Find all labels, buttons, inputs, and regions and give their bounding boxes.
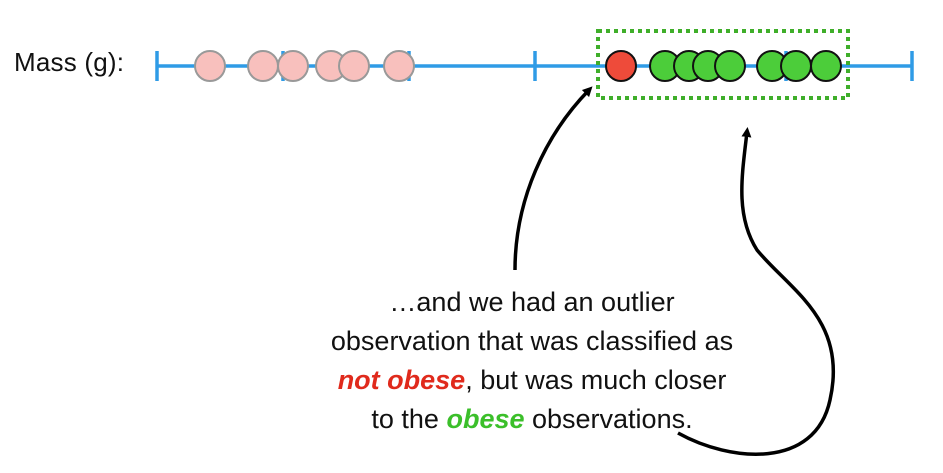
caption-line-2: observation that was classified as [330, 326, 734, 356]
outlier-point [605, 50, 637, 82]
not-obese-point [383, 50, 415, 82]
obese-highlight: obese [446, 404, 525, 434]
highlight-box [596, 29, 850, 100]
obese-point [780, 50, 812, 82]
not-obese-points [194, 50, 415, 82]
highlighted-points [605, 50, 842, 82]
caption: …and we had an outlier observation that … [282, 283, 782, 439]
axis-label: Mass (g): [14, 47, 125, 77]
not-obese-point [194, 50, 226, 82]
arrow-to-obese [677, 127, 836, 456]
obese-point [714, 50, 746, 82]
caption-line-4-start: to the [371, 404, 447, 434]
obese-point [810, 50, 842, 82]
arrow-to-outlier [513, 86, 593, 271]
not-obese-point [247, 50, 279, 82]
caption-line-4-end: observations. [524, 404, 693, 434]
caption-line-3: not obese, but was much closer [282, 361, 782, 400]
not-obese-highlight: not obese [337, 365, 466, 395]
not-obese-point [338, 50, 370, 82]
caption-line-1: …and we had an outlier [389, 287, 675, 317]
caption-line-4: to the obese observations. [282, 400, 782, 439]
caption-line-3-rest: , but was much closer [465, 365, 727, 395]
not-obese-point [277, 50, 309, 82]
